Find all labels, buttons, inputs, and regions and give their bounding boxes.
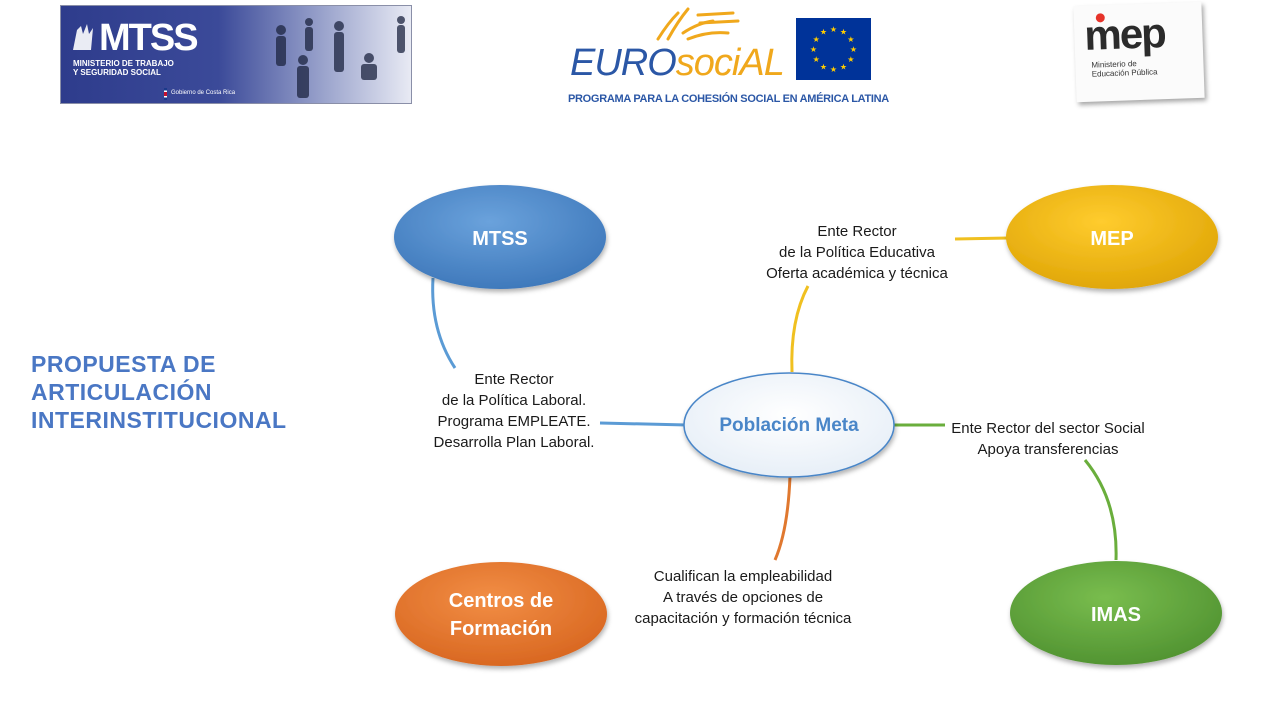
desc-mep-line2: de la Política Educativa <box>779 244 936 261</box>
eu-star-icon: ★ <box>847 55 854 64</box>
eu-star-icon: ★ <box>830 25 837 34</box>
mtss-logo-line1: MINISTERIO DE TRABAJO <box>73 59 174 68</box>
connector-mep-center <box>790 285 810 373</box>
costa-rica-flag-icon <box>164 88 167 100</box>
eurosocial-name-part2: sociAL <box>675 42 785 84</box>
eu-star-icon: ★ <box>820 28 827 37</box>
node-imas-label: IMAS <box>1091 604 1141 626</box>
desc-mtss-line4: Desarrolla Plan Laboral. <box>434 434 595 451</box>
eu-star-icon: ★ <box>810 45 817 54</box>
desc-imas: Ente Rector del sector Social Apoya tran… <box>951 420 1144 458</box>
eu-stars-icon: ★★★★★★★★★★★★ <box>810 25 857 74</box>
eu-star-icon: ★ <box>830 65 837 74</box>
node-mep: MEP <box>1006 185 1218 289</box>
node-center-label: Población Meta <box>719 415 859 436</box>
desc-centros-line1: Cualifican la empleabilidad <box>654 568 832 585</box>
eu-star-icon: ★ <box>840 28 847 37</box>
eu-star-icon: ★ <box>820 62 827 71</box>
node-center-shape <box>683 372 895 478</box>
desc-mtss-line3: Programa EMPLEATE. <box>437 413 590 430</box>
side-title: PROPUESTA DE ARTICULACIÓN INTERINSTITUCI… <box>31 350 331 434</box>
node-mtss-shape <box>394 185 606 289</box>
eurosocial-name-part1: EURO <box>570 42 677 84</box>
mtss-logo: MTSS MINISTERIO DE TRABAJO Y SEGURIDAD S… <box>60 5 412 104</box>
node-mep-label: MEP <box>1090 228 1133 250</box>
eurosocial-hands-icon <box>656 7 740 41</box>
node-mtss-label: MTSS <box>472 228 528 250</box>
desc-imas-line2: Apoya transferencias <box>978 441 1119 458</box>
eurosocial-tagline: PROGRAMA PARA LA COHESIÓN SOCIAL EN AMÉR… <box>568 93 889 105</box>
side-title-line-3: INTERINSTITUCIONAL <box>31 407 287 433</box>
workers-silhouettes-icon <box>276 16 405 98</box>
node-imas-shape <box>1010 561 1222 665</box>
node-centros-label-line1: Centros de <box>449 590 553 612</box>
node-mep-shape <box>1006 185 1218 289</box>
node-centros-label-line2: Formación <box>450 618 552 640</box>
mtss-logo-government: Gobierno de Costa Rica <box>171 90 236 96</box>
desc-imas-line1: Ente Rector del sector Social <box>951 420 1144 437</box>
connector-mep-desc <box>954 236 1009 241</box>
desc-mep-line3: Oferta académica y técnica <box>766 265 948 282</box>
eu-star-icon: ★ <box>813 35 820 44</box>
side-title-line-2: ARTICULACIÓN <box>31 379 213 405</box>
desc-mtss: Ente Rector de la Política Laboral. Prog… <box>434 371 595 451</box>
desc-mtss-line2: de la Política Laboral. <box>442 392 586 409</box>
eurosocial-logo: EUROsociAL ★★★★★★★★★★★★ PROGRAMA PARA LA… <box>568 3 889 108</box>
node-centros-shape <box>395 562 607 666</box>
connector-centros-center <box>773 475 792 561</box>
mtss-logo-line2: Y SEGURIDAD SOCIAL <box>73 68 161 77</box>
desc-mep: Ente Rector de la Política Educativa Ofe… <box>766 223 948 282</box>
node-imas: IMAS <box>1010 561 1222 665</box>
side-title-line-1: PROPUESTA DE <box>31 351 216 377</box>
eu-star-icon: ★ <box>850 45 857 54</box>
desc-mtss-line1: Ente Rector <box>474 371 553 388</box>
eu-star-icon: ★ <box>847 35 854 44</box>
connector-mtss-center <box>599 421 688 427</box>
desc-centros-line3: capacitación y formación técnica <box>635 610 852 627</box>
node-centros: Centros de Formación <box>395 562 607 666</box>
desc-centros: Cualifican la empleabilidad A través de … <box>635 568 852 627</box>
mtss-logo-name: MTSS <box>99 17 199 59</box>
eu-star-icon: ★ <box>840 62 847 71</box>
eurosocial-wordmark: EUROsociAL <box>570 42 785 84</box>
eu-flag-icon: ★★★★★★★★★★★★ <box>796 18 871 80</box>
eu-star-icon: ★ <box>813 55 820 64</box>
node-mtss: MTSS <box>394 185 606 289</box>
connector-imas-desc <box>1083 459 1118 561</box>
desc-mep-line1: Ente Rector <box>817 223 896 240</box>
connector-mtss-top <box>431 277 457 369</box>
desc-centros-line2: A través de opciones de <box>663 589 823 606</box>
node-center: Población Meta <box>683 372 895 478</box>
mtss-hand-icon <box>73 24 93 50</box>
